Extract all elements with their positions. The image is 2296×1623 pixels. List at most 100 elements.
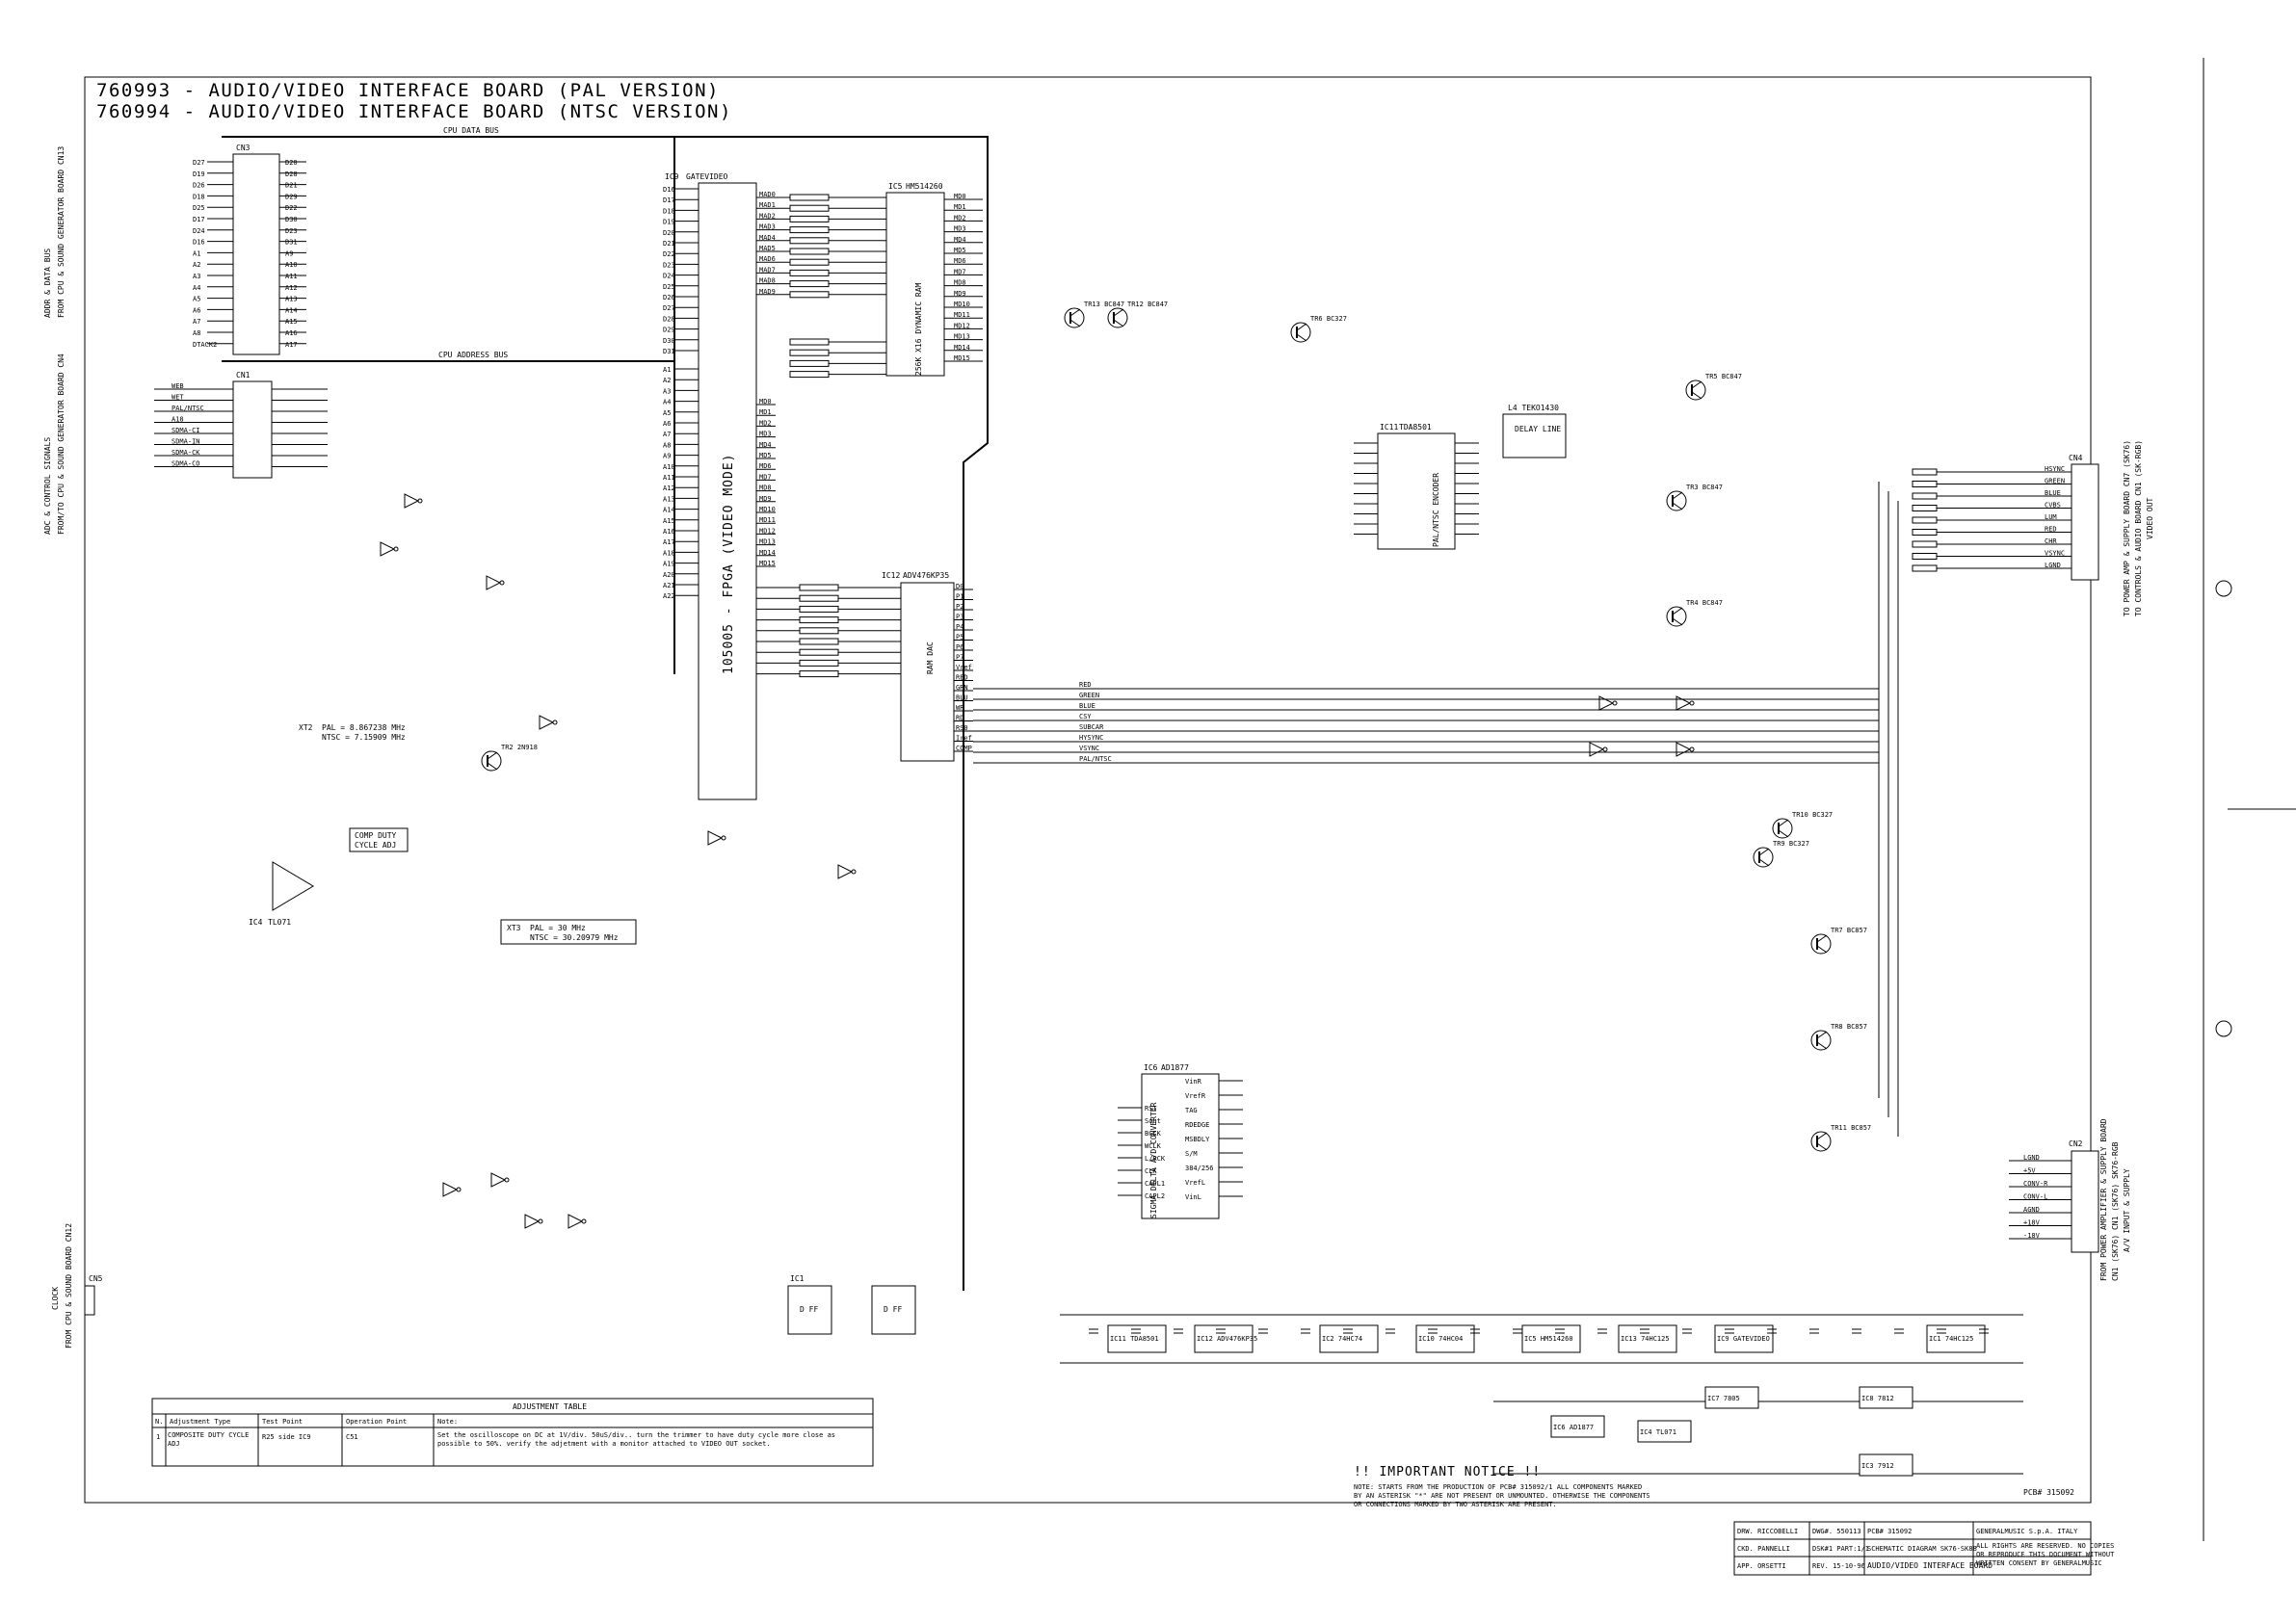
- ic5-md-label: MD15: [954, 354, 970, 362]
- ic6-left-label: Sout: [1145, 1117, 1161, 1125]
- tb-dsk: DSK#1 PART:1/1: [1812, 1545, 1869, 1553]
- ic9-addr-label: A2: [663, 377, 671, 384]
- cn4-pin-label: HSYNC: [2045, 465, 2065, 473]
- cn1-pin-label: SDMA-CI: [172, 427, 200, 434]
- ic9-data-label: D31: [663, 348, 675, 355]
- adj-row-type-wrap: COMPOSITE DUTY CYCLE ADJ: [168, 1431, 249, 1448]
- video-signal-label: VSYNC: [1079, 745, 1099, 752]
- ic6-right-label: MSBDLY: [1185, 1136, 1210, 1143]
- resistor-array-element: [799, 594, 839, 602]
- buffer-gate: [442, 1182, 459, 1197]
- delay-line-ref: L4 TEKO1430: [1508, 404, 1559, 412]
- cn3-left-pin-label: A1: [193, 249, 200, 257]
- cn5-connector: CN5: [84, 1274, 103, 1316]
- ic9-data-label: D22: [663, 250, 675, 258]
- ic5-md-label: MD4: [954, 236, 966, 244]
- ic9-data-label: D28: [663, 315, 675, 323]
- transistor-label: TR2 2N918: [501, 744, 538, 751]
- tb-rights-3: WRITTEN CONSENT BY GENERALMUSIC: [1976, 1559, 2102, 1567]
- cn2-label: CN2: [2069, 1139, 2083, 1148]
- ic6-left-label: BCLK: [1145, 1130, 1162, 1138]
- ic9-md-label: MD3: [759, 431, 772, 438]
- ic9-addr-label: A12: [663, 484, 675, 492]
- resistor-array-element: [789, 204, 830, 212]
- ic9-mad-label: MAD9: [759, 288, 776, 296]
- resistor-arrays: [756, 194, 901, 678]
- ic9-md-label: MD7: [759, 473, 772, 481]
- ic9-mad-label: MAD6: [759, 255, 776, 263]
- cn4-series-resistor: [1912, 505, 1938, 511]
- adjustment-table-title: ADJUSTMENT TABLE: [513, 1402, 587, 1411]
- cn4-pin-label: RED: [2045, 526, 2057, 534]
- supply-ic-label: IC11 TDA8501: [1110, 1335, 1159, 1343]
- ic6-ref: IC6: [1144, 1063, 1158, 1072]
- ic9-md-label: MD13: [759, 538, 776, 546]
- ic9-md-label: MD14: [759, 549, 776, 557]
- cn3-right-pin-label: A9: [285, 249, 293, 257]
- side-label-av-input: A/V INPUT & SUPPLY: [2123, 1168, 2131, 1252]
- ic11-encoder: IC11 TDA8501 PAL/NTSC ENCODER: [1354, 423, 1479, 550]
- transistor: [1810, 933, 1832, 955]
- ic9-addr-label: A19: [663, 561, 675, 568]
- video-signal-label: CSY: [1079, 713, 1092, 720]
- cn3-left-pin-label: D24: [193, 227, 205, 235]
- transistor-collector: [1113, 308, 1124, 317]
- ic12-pin-label: D0: [956, 583, 963, 590]
- video-signal-label: HYSYNC: [1079, 734, 1103, 742]
- title-block: DRW. RICCOBELLI CKD. PANNELLI APP. ORSET…: [1733, 1521, 2115, 1576]
- cn3-right-pin-label: A17: [285, 341, 298, 349]
- ic12-pin-label: P2: [956, 603, 963, 611]
- buffer-gate: [380, 541, 396, 557]
- resistor-array-element: [799, 648, 839, 656]
- resistor-array-element: [789, 237, 830, 245]
- transistor-label: TR12 BC847: [1127, 301, 1168, 308]
- ic9-md-label: MD11: [759, 516, 776, 524]
- gate-bubble: [499, 580, 505, 586]
- ic12-pin-label: P4: [956, 623, 963, 631]
- ic5-dram: IC5 HM514260 256K X16 DYNAMIC RAM MD0MD1…: [885, 182, 983, 377]
- ic6-name: AD1877: [1161, 1063, 1189, 1072]
- ic9-name: GATEVIDEO: [686, 172, 728, 181]
- ic9-addr-label: A13: [663, 495, 675, 503]
- regulator-label: IC4 TL071: [1640, 1428, 1676, 1436]
- ic11-name: TDA8501: [1399, 423, 1432, 432]
- ic9-data-label: D17: [663, 196, 675, 204]
- transistor: [1753, 847, 1774, 868]
- cn3-left-pin-label: DTACK2: [193, 341, 217, 349]
- cn4-pin-label: VSYNC: [2045, 550, 2065, 558]
- resistor-array-element: [789, 269, 830, 276]
- cn4-series-resistor: [1912, 468, 1938, 476]
- tb-board: AUDIO/VIDEO INTERFACE BOARD: [1867, 1561, 1993, 1570]
- cn1-pin-label: WEB: [172, 382, 184, 390]
- cn4-series-resistor: [1912, 529, 1938, 536]
- ic12-pin-label: RED: [956, 674, 968, 682]
- cn3-left-pin-label: A5: [193, 296, 200, 303]
- ic5-md-label: MD7: [954, 268, 966, 275]
- supply-ic-box: [1107, 1324, 1167, 1353]
- important-notice: !! IMPORTANT NOTICE !! NOTE: STARTS FROM…: [1354, 1465, 1650, 1508]
- resistor-array-element: [799, 627, 839, 635]
- ic9-mad-label: MAD3: [759, 223, 776, 231]
- transistor-collector: [1816, 1132, 1828, 1140]
- dff-b-label: D FF: [884, 1305, 902, 1314]
- resistor-array-element: [789, 194, 830, 201]
- transistor: [1666, 490, 1687, 511]
- resistor-array-element: [789, 338, 830, 346]
- transistor-label: TR10 BC327: [1792, 811, 1833, 819]
- ic6-left-label: CAPL2: [1145, 1192, 1165, 1200]
- transistor-emitter: [1816, 945, 1828, 954]
- side-label-to-controls: TO CONTROLS & AUDIO BOARD CN1 (SK-RGB): [2134, 440, 2143, 616]
- cn3-right-pin-label: D23: [285, 227, 298, 235]
- transistor-label: TR13 BC847: [1084, 301, 1124, 308]
- side-label-from-amp: FROM POWER AMPLIFIER & SUPPLY BOARD: [2099, 1118, 2108, 1281]
- ic5-md-label: MD5: [954, 247, 966, 254]
- ic9-md-label: MD8: [759, 484, 772, 492]
- ic5-md-label: MD12: [954, 322, 970, 329]
- cn4-pin-label: BLUE: [2045, 489, 2061, 497]
- cn2-pin-label: -18V: [2023, 1232, 2041, 1240]
- gate-bubble: [721, 835, 726, 841]
